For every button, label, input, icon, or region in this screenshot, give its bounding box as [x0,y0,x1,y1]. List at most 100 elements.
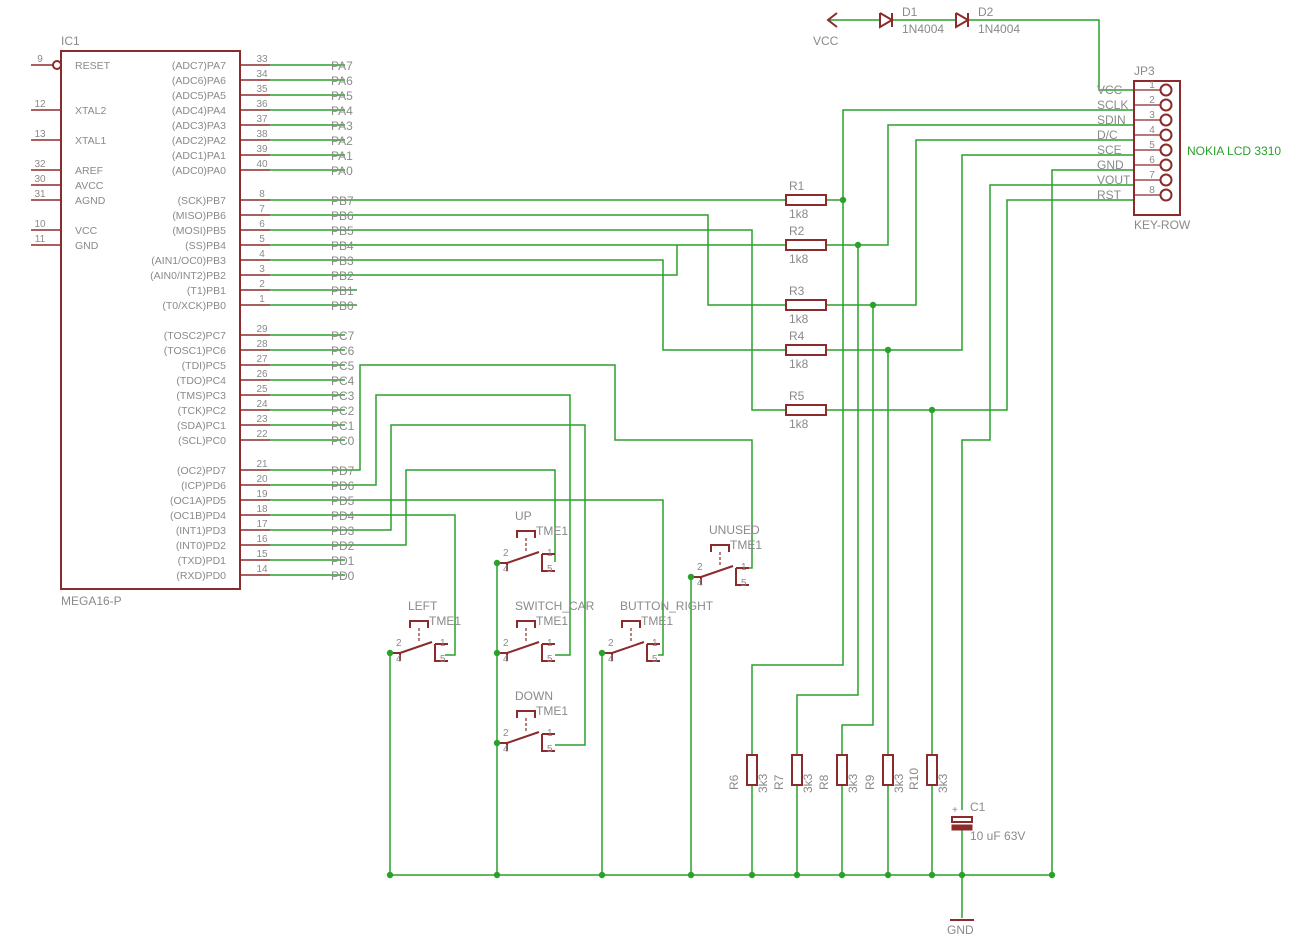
switch-plunger [621,620,641,628]
ic1-pin-function: (ADC6)PA6 [172,75,226,87]
junction-dot [748,871,756,879]
pulldown-ref: R9 [863,774,877,790]
ic1-pin-number: 39 [256,144,268,155]
net-label: PC1 [331,419,355,433]
ic1-pin-function: (ADC3)PA3 [172,120,226,132]
switch-plunger [409,620,429,628]
r3-to-dc [826,139,1134,306]
pulldown-resistor-body [836,754,848,786]
junction-dot [493,871,501,879]
pulldown-ref: R6 [727,774,741,790]
switch-pin-num: 2 [503,548,509,559]
switch-pin-num: 5 [652,654,658,665]
switch-pin-num: 4 [697,578,703,589]
net-label: PC6 [331,344,355,358]
junction-dot [493,649,501,657]
ic1-pin-number: 1 [259,294,265,305]
switch-pin-num: 4 [608,654,614,665]
ic1-pin-number: 6 [259,219,265,230]
ic1-pin-function: (AIN1/OC0)PB3 [151,255,226,267]
outlines-layer [31,12,1181,921]
ic1-pin-number: 4 [259,249,265,260]
ic1-left-pin-num: 30 [34,174,46,185]
resistor-value: 1k8 [789,417,809,431]
r7-tap [796,245,859,755]
switch-pin-num: 1 [652,638,658,649]
jp3-pin-num: 6 [1149,155,1155,166]
jp3-pin-circle [1159,98,1173,112]
ic1-pin-function: (TCK)PC2 [178,405,227,417]
switch-plunger [516,530,536,538]
net-label: PB3 [331,254,354,268]
switch-name: DOWN [515,689,553,703]
diode-triangle [955,12,970,29]
switch-lever [506,731,540,744]
ic1-pin-number: 29 [256,324,268,335]
ic1-pin-function: (RXD)PD0 [176,570,226,582]
net-label: PD6 [331,479,355,493]
cap-plate-bottom [951,824,973,831]
jp3-pin-num: 5 [1149,140,1155,151]
ic1-pin-function: (TXD)PD1 [178,555,227,567]
ic1-left-pin-num: 10 [34,219,46,230]
switch-name: UNUSED [709,523,760,537]
switch-lever [506,551,540,564]
net-label: PB0 [331,299,354,313]
ic1-left-pin-num: 31 [34,189,46,200]
switch-pin-num: 1 [741,562,747,573]
ic1-left-pin-label: RESET [75,60,111,72]
jp3-pin-label: SDIN [1097,113,1126,127]
switch-lead-5 [541,554,555,572]
net-label: PC4 [331,374,355,388]
jp3-pin-num: 8 [1149,185,1155,196]
resistor-body [785,344,827,356]
junctions-layer [386,196,1056,879]
switch-lead-5 [735,568,749,586]
switch-pin-num: 1 [440,638,446,649]
ic1-left-pin-num: 9 [37,54,43,65]
pulldown-value: 3k3 [846,773,860,793]
switch-pin-num: 2 [396,638,402,649]
ic1-pin-number: 27 [256,354,268,365]
r8-tap [841,305,874,755]
junction-dot [838,871,846,879]
switch-lever [611,641,645,654]
vout-to-cap [961,184,1134,810]
jp3-pin-circle [1159,83,1173,97]
ic1-pin-function: (MOSI)PB5 [172,225,226,237]
vcc-to-lcd [968,19,1134,91]
pd2-to-up [345,469,556,562]
ic1-left-pin-label: AREF [75,165,103,177]
pd5-to-buttonright [345,499,664,656]
vcc-label: VCC [813,34,839,48]
net-label: PB7 [331,194,354,208]
jp3-pin-num: 7 [1149,170,1155,181]
junction-dot [598,649,606,657]
ic1-pin-function: (TOSC1)PC6 [164,345,226,357]
pb6-wire [345,214,786,306]
jp3-pin-label: VCC [1097,83,1123,97]
jp3-pin-label: GND [1097,158,1124,172]
ic1-pin-number: 33 [256,54,268,65]
junction-dot [958,871,966,879]
diode-value: 1N4004 [978,22,1020,36]
net-label: PA3 [331,119,353,133]
switch-pin-num: 1 [547,728,553,739]
jp3-pin-num: 1 [1149,80,1155,91]
ic1-pin-number: 35 [256,84,268,95]
resistor-ref: R2 [789,224,805,238]
jp3-pin-circle [1159,158,1173,172]
labels-layer: IC1MEGA16-P9RESET12XTAL213XTAL132AREF30A… [34,5,1281,937]
pulldown-value: 3k3 [801,773,815,793]
ic1-pin-function: (ADC4)PA4 [172,105,226,117]
switch-pin-num: 2 [697,562,703,573]
ic1-pin-number: 28 [256,339,268,350]
junction-dot [884,346,892,354]
switch-pin-num: 1 [547,548,553,559]
junction-dot [493,559,501,567]
switch-pin-num: 4 [396,654,402,665]
jp3-pin-label: SCLK [1097,98,1128,112]
pb5-wire [345,229,786,411]
ic1-pin-number: 19 [256,489,268,500]
ic1-left-pin-num: 11 [35,234,46,245]
